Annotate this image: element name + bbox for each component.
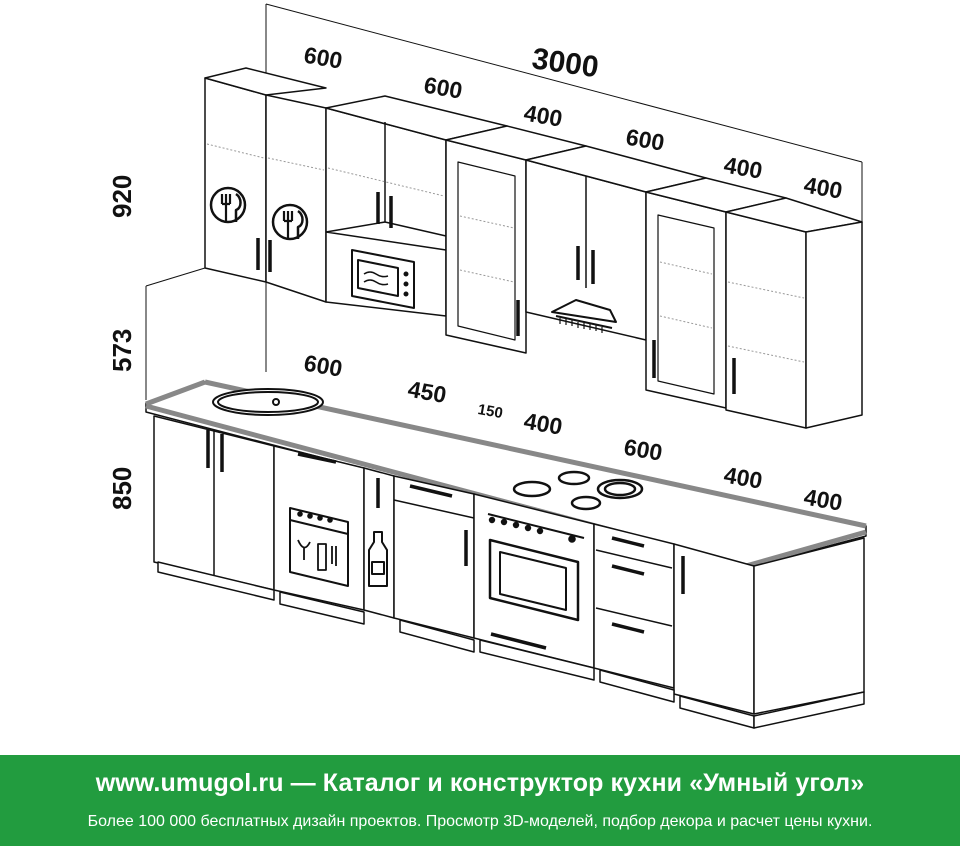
height-label-base: 850 bbox=[107, 467, 137, 510]
base-handles bbox=[206, 430, 685, 650]
height-label-upper: 920 bbox=[107, 175, 137, 218]
dishwasher-icon bbox=[289, 507, 349, 587]
banner-dash: — bbox=[290, 769, 316, 797]
range-hood-icon bbox=[551, 299, 617, 333]
upper-width-label-4: 600 bbox=[624, 124, 666, 156]
total-width-label: 3000 bbox=[530, 42, 601, 84]
oven-icon bbox=[487, 513, 585, 622]
cutlery-icon bbox=[209, 186, 309, 241]
upper-width-label-5: 400 bbox=[722, 152, 764, 184]
footer-banner: www.umugol.ru — Каталог и конструктор ку… bbox=[0, 755, 960, 846]
banner-subtitle: Более 100 000 бесплатных дизайн проектов… bbox=[87, 813, 873, 830]
base-width-label-2: 450 bbox=[406, 376, 448, 408]
upper-cabinets bbox=[204, 67, 863, 429]
base-width-label-3: 150 bbox=[476, 401, 504, 422]
sink-icon bbox=[212, 388, 324, 416]
bottle-icon bbox=[368, 531, 388, 587]
hob-icon bbox=[512, 470, 644, 511]
height-label-gap: 573 bbox=[107, 329, 137, 372]
upper-cabinet-5 bbox=[725, 211, 807, 429]
base-width-label-6: 400 bbox=[722, 462, 764, 494]
base-width-label-5: 600 bbox=[622, 434, 664, 466]
upper-cabinet-2 bbox=[265, 94, 327, 303]
upper-width-label-2: 600 bbox=[422, 72, 464, 104]
base-cabinet-2 bbox=[673, 543, 755, 715]
site-link[interactable]: www.umugol.ru bbox=[95, 769, 284, 797]
kitchen-diagram: 3000 600 600 400 600 400 400 600 450 150… bbox=[107, 3, 867, 729]
upper-width-label-1: 600 bbox=[302, 42, 344, 74]
base-width-label-1: 600 bbox=[302, 350, 344, 382]
banner-headline: www.umugol.ru — Каталог и конструктор ку… bbox=[0, 769, 960, 798]
banner-title: Каталог и конструктор кухни «Умный угол» bbox=[322, 769, 865, 797]
base-cabinet-drawers-1 bbox=[393, 475, 475, 639]
microwave-icon bbox=[351, 249, 415, 309]
upper-width-label-6: 400 bbox=[802, 172, 844, 204]
wall-outline bbox=[145, 3, 863, 400]
base-cabinet-drawers-2 bbox=[593, 523, 675, 689]
base-width-label-4: 400 bbox=[522, 408, 564, 440]
upper-width-label-3: 400 bbox=[522, 100, 564, 132]
base-cabinets bbox=[153, 415, 865, 729]
upper-handles bbox=[256, 192, 736, 394]
